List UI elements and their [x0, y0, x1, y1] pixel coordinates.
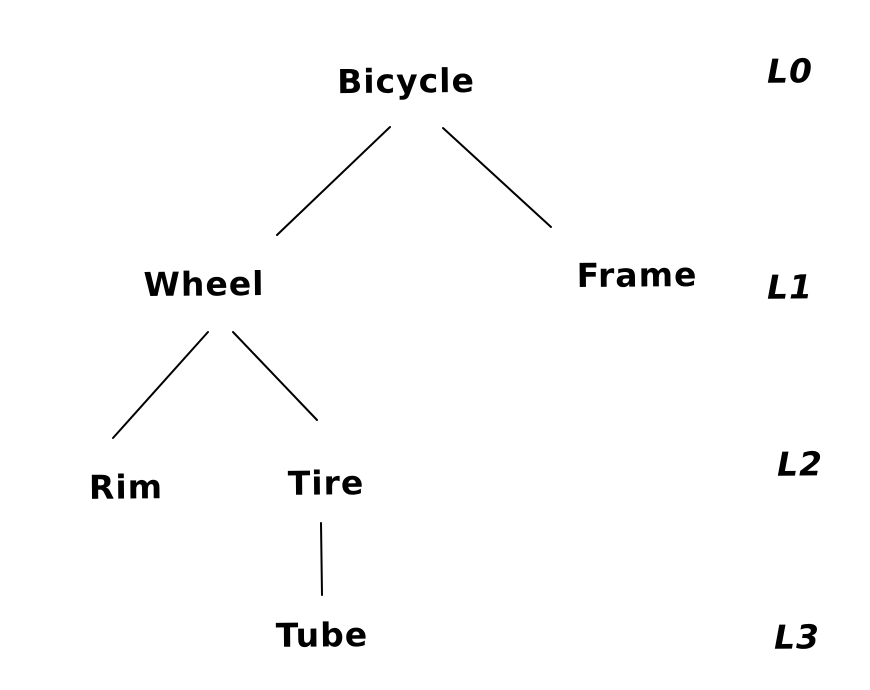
node-tube: Tube [275, 615, 369, 655]
edge-wheel-rim [112, 331, 209, 439]
edge-wheel-tire [232, 331, 318, 421]
node-wheel: Wheel [143, 263, 265, 305]
level-label-l0: L0 [766, 51, 814, 91]
edge-bicycle-wheel [276, 126, 391, 236]
node-tire: Tire [287, 463, 365, 503]
level-label-l1: L1 [766, 267, 814, 307]
edge-bicycle-frame [442, 127, 552, 228]
node-rim: Rim [88, 467, 164, 507]
level-label-l3: L3 [773, 617, 821, 657]
node-bicycle: Bicycle [336, 60, 476, 102]
level-label-l2: L2 [776, 444, 824, 484]
edge-tire-tube [320, 522, 323, 596]
node-frame: Frame [576, 254, 698, 296]
